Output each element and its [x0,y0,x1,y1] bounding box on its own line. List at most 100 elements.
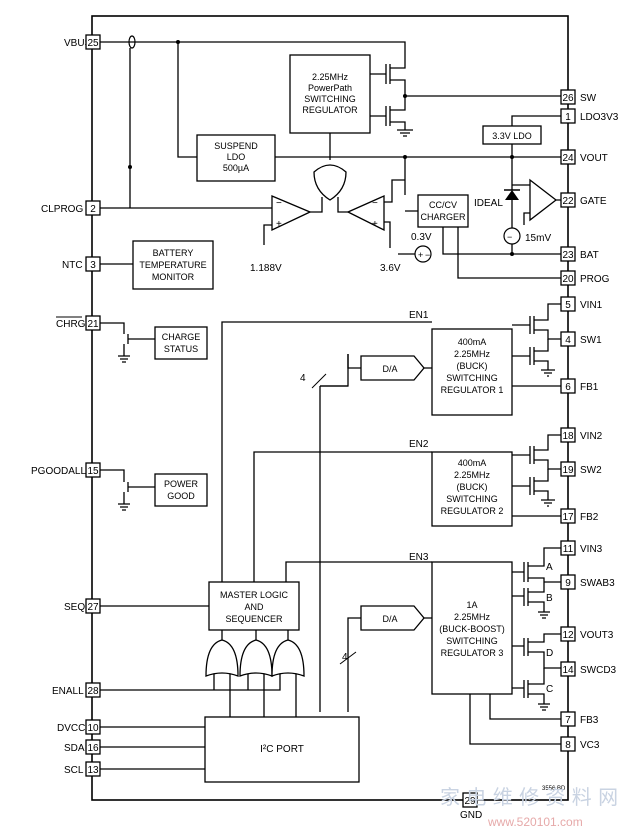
powerpath-line3: SWITCHING [304,94,356,104]
pin-ntc-num: 3 [90,260,96,271]
pin-fb2-label: FB2 [580,512,599,523]
svg-text:+: + [418,250,423,260]
pin-scl-num: 13 [87,765,99,776]
svg-text:+: + [276,219,282,230]
regulator-3-block [431,561,513,695]
pin-vin1-num: 5 [565,300,571,311]
pin-fb3-label: FB3 [580,715,599,726]
powerpath-line2: PowerPath [308,83,352,93]
pin-vbus-num: 25 [87,38,99,49]
en3-label: EN3 [409,552,429,563]
reg3-line5: REGULATOR 3 [441,648,504,658]
pin-swab3-num: 9 [565,578,571,589]
dac-1 [360,355,425,381]
suspend-ldo-block [196,134,276,182]
i2c-label: I²C PORT [260,744,304,755]
pin-vin3-label: VIN3 [580,544,603,555]
charge-status-block [154,326,208,360]
pin-sda-num: 16 [87,743,99,754]
pgood-line2: GOOD [167,491,195,501]
pin-bat-label: BAT [580,250,599,261]
pin-gate-num: 22 [562,196,574,207]
reg3-line1: 1A [466,600,477,610]
pin-ntc-label: NTC [62,260,83,271]
pin-dvcc-label: DVCC [57,723,85,734]
suspend-line1: SUSPEND [214,141,258,151]
part-code: 3556 BD [542,786,566,792]
cccv-line1: CC/CV [429,200,457,210]
batt-line1: BATTERY [153,248,194,258]
pin-fb2-num: 17 [562,512,574,523]
reg3-line4: SWITCHING [446,636,498,646]
pin-sw2-num: 19 [562,465,574,476]
svg-text:+: + [372,219,378,230]
pin-bat-num: 23 [562,250,574,261]
ideal-label: IDEAL [474,198,503,209]
bus-width-1: 4 [300,373,306,384]
ml-line2: AND [244,602,264,612]
pin-vbus-label: VBUS [64,38,92,49]
pin-swab3-label: SWAB3 [580,578,615,589]
pin-clprog-label: CLPROG [41,204,83,215]
dac3-label: D/A [382,614,397,624]
switch-c-label: C [546,684,553,695]
chgstat-line1: CHARGE [162,332,201,342]
ref-1188v: 1.188V [250,263,282,274]
watermark-cn: 家 电 维 修 资 料 网 [440,785,618,809]
pin-ldo3v3-num: 1 [565,112,571,123]
svg-text:−: − [507,232,512,242]
pin-sw-label: SW [580,93,597,104]
pin-sw2-label: SW2 [580,465,602,476]
reg2-line1: 400mA [458,458,487,468]
pin-sw-num: 26 [562,93,574,104]
powerpath-line1: 2.25MHz [312,72,349,82]
reg2-line2: 2.25MHz [454,470,491,480]
pin-prog-num: 20 [562,274,574,285]
pin-gnd-num: 29 [464,796,476,807]
pin-clprog-num: 2 [90,204,96,215]
pin-vin1-label: VIN1 [580,300,603,311]
dac1-label: D/A [382,364,397,374]
en2-label: EN2 [409,439,429,450]
pin-gate-label: GATE [580,196,607,207]
en1-label: EN1 [409,310,429,321]
regulator-2-block [431,451,513,527]
chip-outline [91,15,569,801]
left-pins: VBUS 25 CLPROG 2 NTC 3 CHRG 21 PGOODALL … [31,34,101,777]
svg-text:−: − [276,198,282,209]
watermark-url: www.520101.com [487,815,583,829]
regulator-section: 400mA 2.25MHz (BUCK) SWITCHING REGULATOR… [221,303,561,745]
suspend-line3: 500µA [223,163,249,173]
ml-line1: MASTER LOGIC [220,590,289,600]
pin-chrg-label: CHRG [56,319,86,330]
pin-scl-label: SCL [64,765,84,776]
reg1-line5: REGULATOR 1 [441,385,504,395]
pin-vin2-num: 18 [562,431,574,442]
pin-vout3-num: 12 [562,630,574,641]
ldo33-label: 3.3V LDO [492,131,532,141]
pin-gnd-label: GND [460,810,482,821]
pin-vc3-num: 8 [565,740,571,751]
pin-chrg-num: 21 [87,319,99,330]
ml-line3: SEQUENCER [225,614,283,624]
pin-sda-label: SDA [64,743,85,754]
logic-section: MASTER LOGIC AND SEQUENCER I²C PORT [100,581,360,783]
reg1-line4: SWITCHING [446,373,498,383]
pin-vc3-label: VC3 [580,740,600,751]
pin-prog-label: PROG [580,274,610,285]
left-blocks: BATTERY TEMPERATURE MONITOR CHARGE STATU… [100,240,214,511]
pin-dvcc-num: 10 [87,723,99,734]
chgstat-line2: STATUS [164,344,198,354]
pin-pgoodall-num: 15 [87,466,99,477]
battery-temp-monitor-block [132,240,214,290]
i2c-port-block [204,716,360,783]
reg1-line3: (BUCK) [457,361,488,371]
pin-enall-label: ENALL [52,686,84,697]
pin-vin3-num: 11 [563,544,574,555]
powerpath-regulator-block [289,54,371,134]
pin-swcd3-label: SWCD3 [580,665,617,676]
pin-sw1-num: 4 [565,335,571,346]
pin-swcd3-num: 14 [562,665,574,676]
